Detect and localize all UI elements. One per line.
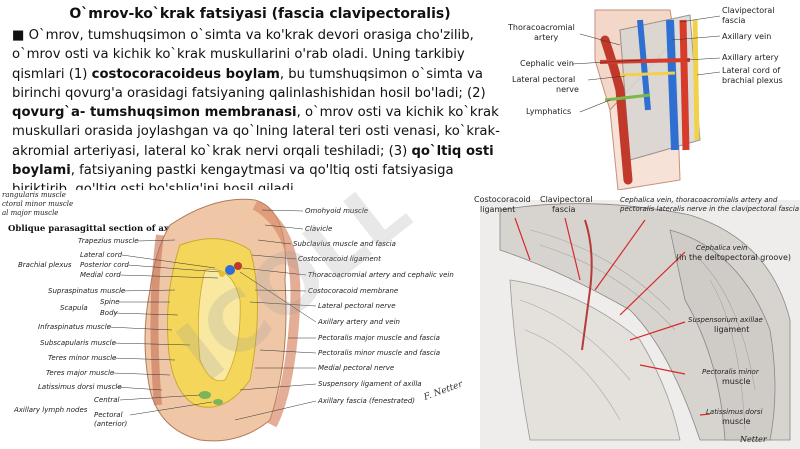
label-ligament: ligament <box>480 205 515 214</box>
label-lateral-pectoral: Lateral pectoral <box>512 75 575 84</box>
label-suspensory-ligament: Suspensory ligament of axilla <box>318 380 422 388</box>
label-trapezius: Trapezius muscle <box>78 237 139 245</box>
label-suspensorium: Suspensorium axillae <box>688 316 763 324</box>
label-fascia: fascia <box>552 205 576 214</box>
label-medial-cord: Medial cord <box>80 271 121 279</box>
label-latissimus-dorsi: Latissimus dorsi <box>706 408 762 416</box>
clavipectoral-schematic-figure: Thoracoacromial artery Cephalic vein Lat… <box>500 0 800 200</box>
section-heading: Oblique parasagittal section of axilla <box>8 224 185 234</box>
label-pectoralis-major: Pectoralis major muscle and fascia <box>318 334 440 342</box>
label-spine: Spine <box>100 298 120 306</box>
label-body: Body <box>100 309 119 317</box>
label-clavipectoral: Clavipectoral <box>722 6 775 15</box>
term-costocoracoid-ligament: costocoracoideus boylam <box>91 66 280 82</box>
label-cephalic-vein: Cephalic vein <box>520 59 574 68</box>
parasagittal-section-figure: rangularis muscle ctoral minor muscle al… <box>0 190 470 449</box>
label-brachial-plexus: Brachial plexus <box>18 261 72 269</box>
label-costocoracoid-ligament: Costocoracoid ligament <box>298 255 381 263</box>
label-scapula: Scapula <box>60 304 88 312</box>
label-infraspinatus: Infraspinatus muscle <box>38 323 111 331</box>
bullet-icon: ■ <box>12 28 25 43</box>
label-central: Central <box>94 396 120 404</box>
label-pectoral: Pectoral <box>94 411 123 419</box>
label-axillary-vein: Axillary vein <box>722 32 771 41</box>
label-thoracoacromial-artery: Thoracoacromial artery and cephalic vein <box>308 271 454 279</box>
label-thoracoacromial: Thoracoacromial <box>507 23 575 32</box>
label-subclavius: Subclavius muscle and fascia <box>293 240 396 248</box>
label-cephalica-vein: Cephalica vein <box>696 244 747 252</box>
label-top-note-2: pectoralis lateralis nerve in the clavip… <box>619 205 799 213</box>
label-axillary-artery-vein: Axillary artery and vein <box>317 318 400 326</box>
label-artery: artery <box>534 33 559 42</box>
label-teres-minor: Teres minor muscle <box>48 354 116 362</box>
label-pectoralis-minor: Pectoralis minor muscle and fascia <box>318 349 440 357</box>
label-subscapularis: Subscapularis muscle <box>40 339 116 347</box>
text-segment-2: , o`mrov osti va kichik ko`krak muskulla… <box>12 105 500 159</box>
netter-signature-sag: F. Netter <box>422 379 465 403</box>
label-supraspinatus: Supraspinatus muscle <box>48 287 125 295</box>
label-muscle-2: muscle <box>722 417 751 426</box>
label-lymphatics: Lymphatics <box>526 107 571 116</box>
label-axillary-nodes: Axillary lymph nodes <box>13 406 88 414</box>
label-lateral-cord: Lateral cord <box>80 251 123 259</box>
label-posterior-cord: Posterior cord <box>80 261 129 269</box>
label-omohyoid: Omohyoid muscle <box>305 207 368 215</box>
netter-signature-ant: Netter <box>739 435 768 444</box>
term-costocoracoid-membrane: qovurg`a- tumshuqsimon membranasi <box>12 105 297 121</box>
label-muscle-1: muscle <box>722 377 751 386</box>
label-lateral-cord: Lateral cord of <box>722 66 780 75</box>
label-teres-major: Teres major muscle <box>46 369 114 377</box>
text-segment-1: , bu tumshuqsimon o`simta va birinchi qo… <box>12 66 486 101</box>
label-brachial-plexus: brachial plexus <box>722 76 783 85</box>
label-costocoracoid-membrane: Costocoracoid membrane <box>308 287 398 295</box>
label-top-fragment-3: al major muscle <box>2 209 58 217</box>
label-clavicle: Clavicle <box>305 225 332 233</box>
label-nerve: nerve <box>556 85 579 94</box>
term-suspensory-ligament: qo`ltiq osti boylami <box>12 143 494 179</box>
label-top-fragment-1: rangularis muscle <box>2 191 66 199</box>
intro-text: O`mrov, tumshuqsimon o`simta va ko'krak … <box>12 28 474 82</box>
label-latissimus: Latissimus dorsi muscle <box>38 383 122 391</box>
page-title: O`mrov-ko`krak fatsiyasi (fascia clavipe… <box>69 6 451 22</box>
label-medial-pectoral-nerve: Medial pectoral nerve <box>318 364 394 372</box>
label-costocoracoid: Costocoracoid <box>474 195 531 204</box>
label-top-fragment-2: ctoral minor muscle <box>2 200 73 208</box>
label-axillary-artery: Axillary artery <box>722 53 779 62</box>
label-anterior: (anterior) <box>94 420 127 428</box>
anterior-dissection-figure: Costocoracoid ligament Clavipectoral fas… <box>470 190 800 449</box>
label-top-note-1: Cephalica vein, thoracoacromialis artery… <box>620 196 778 204</box>
body-paragraph: ■ O`mrov, tumshuqsimon o`simta va ko'kra… <box>12 26 500 200</box>
label-clavipectoral: Clavipectoral <box>540 195 593 204</box>
label-axillary-fascia: Axillary fascia (fenestrated) <box>317 397 415 405</box>
label-fascia: fascia <box>722 16 746 25</box>
label-pectoralis-minor: Pectoralis minor <box>702 368 760 376</box>
label-deltopectoral: (in the deltopectoral groove) <box>676 253 791 262</box>
label-susp-ligament: ligament <box>714 325 749 334</box>
label-lateral-pectoral-nerve: Lateral pectoral nerve <box>318 302 396 310</box>
